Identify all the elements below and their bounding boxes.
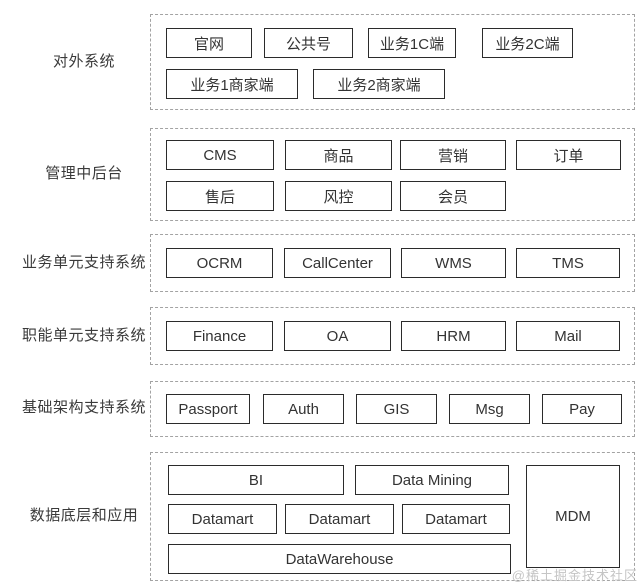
group-external-systems: 官网 公共号 业务1C端 业务2C端 业务1商家端 业务2商家端: [150, 14, 635, 110]
group-business-unit-support: OCRM CallCenter WMS TMS: [150, 234, 635, 292]
row-label-admin-backoffice: 管理中后台: [45, 165, 123, 182]
row-label-functional-unit-support: 职能单元支持系统: [21, 327, 146, 344]
row-label-data-layer-apps: 数据底层和应用: [29, 507, 139, 524]
box-marketing: 营销: [400, 140, 506, 170]
box-data-mining: Data Mining: [355, 465, 509, 495]
box-gis: GIS: [356, 394, 437, 424]
box-business1-c-client: 业务1C端: [368, 28, 456, 58]
group-functional-unit-support: Finance OA HRM Mail: [150, 307, 635, 365]
box-mdm: MDM: [526, 465, 620, 568]
box-product: 商品: [285, 140, 392, 170]
box-auth: Auth: [263, 394, 344, 424]
box-datamart-2: Datamart: [285, 504, 394, 534]
watermark: @稀土掘金技术社区: [511, 568, 638, 583]
box-official-website: 官网: [166, 28, 252, 58]
box-oa: OA: [284, 321, 391, 351]
box-mail: Mail: [516, 321, 620, 351]
box-datawarehouse: DataWarehouse: [168, 544, 511, 574]
box-msg: Msg: [449, 394, 530, 424]
box-callcenter: CallCenter: [284, 248, 391, 278]
box-wms: WMS: [401, 248, 506, 278]
box-business1-merchant: 业务1商家端: [166, 69, 298, 99]
box-pay: Pay: [542, 394, 622, 424]
box-cms: CMS: [166, 140, 274, 170]
box-membership: 会员: [400, 181, 506, 211]
row-label-business-unit-support: 业务单元支持系统: [21, 254, 146, 271]
box-risk-control: 风控: [285, 181, 392, 211]
box-datamart-3: Datamart: [402, 504, 510, 534]
row-label-infrastructure-support: 基础架构支持系统: [21, 399, 146, 416]
group-admin-backoffice: CMS 商品 营销 订单 售后 风控 会员: [150, 128, 635, 221]
box-bi: BI: [168, 465, 344, 495]
group-data-layer-apps: BI Data Mining Datamart Datamart Datamar…: [150, 452, 635, 581]
row-label-external-systems: 对外系统: [52, 53, 115, 70]
box-finance: Finance: [166, 321, 273, 351]
box-passport: Passport: [166, 394, 250, 424]
box-public-account: 公共号: [264, 28, 353, 58]
box-aftersales: 售后: [166, 181, 274, 211]
box-order: 订单: [516, 140, 621, 170]
box-business2-c-client: 业务2C端: [482, 28, 573, 58]
box-datamart-1: Datamart: [168, 504, 277, 534]
box-hrm: HRM: [401, 321, 506, 351]
group-infrastructure-support: Passport Auth GIS Msg Pay: [150, 381, 635, 437]
box-business2-merchant: 业务2商家端: [313, 69, 445, 99]
box-tms: TMS: [516, 248, 620, 278]
box-ocrm: OCRM: [166, 248, 273, 278]
